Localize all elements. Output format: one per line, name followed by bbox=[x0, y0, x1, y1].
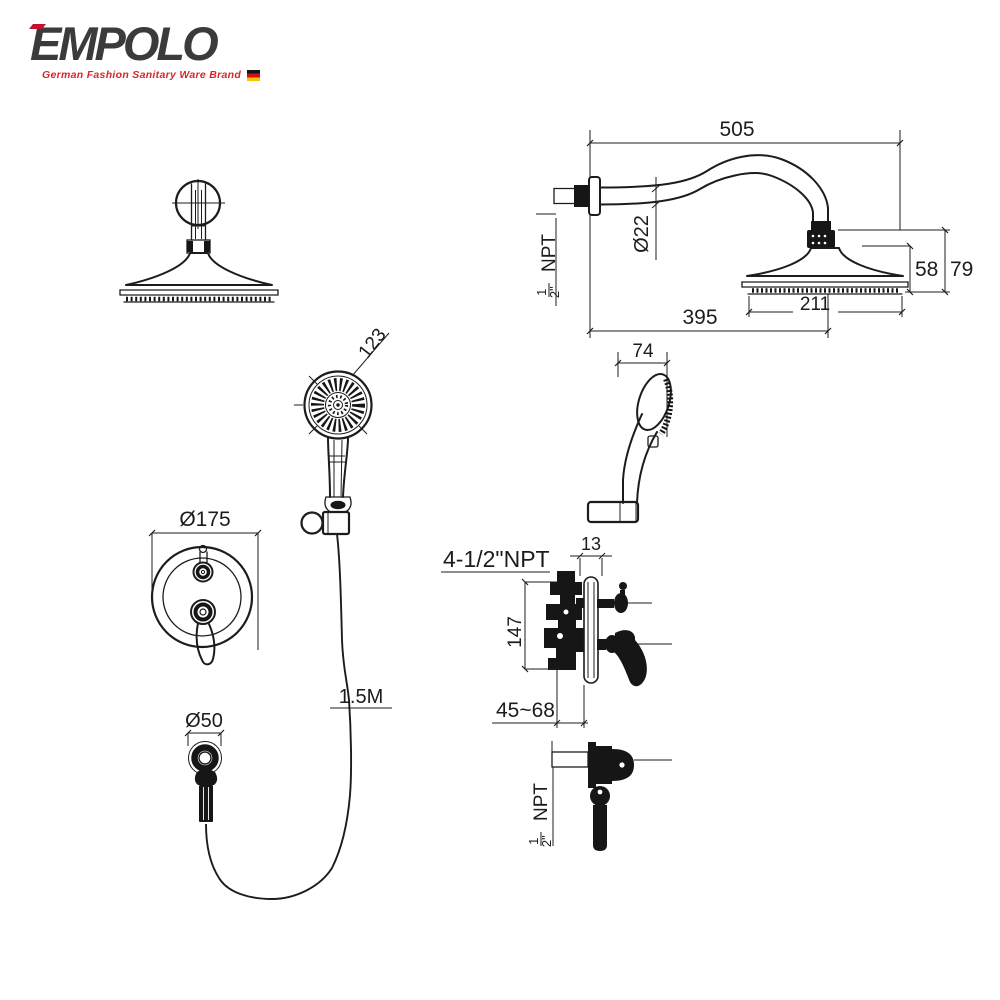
hand-shower-side-view: 74 bbox=[586, 341, 674, 524]
escutcheon-outer bbox=[150, 545, 254, 649]
wall-flange-circle bbox=[174, 179, 222, 227]
bracket-ring bbox=[300, 511, 324, 535]
brand-tagline-text: German Fashion Sanitary Ware Brand bbox=[42, 69, 242, 81]
spray-face-side bbox=[658, 377, 674, 436]
dim-45-68-label: 45~68 bbox=[496, 699, 555, 722]
dim-plate-thickness: 13 bbox=[570, 534, 612, 576]
dim-head-heights: 58 79 bbox=[838, 226, 973, 296]
gooseneck-arm-inner bbox=[599, 172, 814, 222]
thread-4-12npt-label: 4-1/2"NPT bbox=[443, 546, 550, 572]
dim-outlet-diameter: Ø50 bbox=[184, 710, 225, 746]
shower-head-bell-side bbox=[746, 247, 904, 277]
dim-arm-diameter: Ø22 bbox=[631, 177, 661, 260]
arm-wall-flange bbox=[588, 176, 601, 216]
valve-body bbox=[544, 571, 585, 670]
hose-nut bbox=[194, 769, 218, 785]
arm-wall-nut bbox=[574, 185, 589, 207]
shower-arm-side-view: 505 1 2" NPT bbox=[533, 118, 973, 338]
thread-label: 1 2" NPT bbox=[533, 234, 563, 299]
dim-o22-label: Ø22 bbox=[631, 215, 653, 253]
dim-79-label: 79 bbox=[950, 258, 973, 281]
dim-211-label: 211 bbox=[800, 294, 830, 315]
swivel-ball bbox=[590, 786, 610, 806]
dim-395-label: 395 bbox=[682, 306, 717, 329]
brand-name: EMPOLO bbox=[29, 17, 260, 70]
bracket-block bbox=[321, 510, 351, 536]
shower-head-bell bbox=[125, 252, 273, 286]
gooseneck-arm-outer bbox=[599, 154, 829, 222]
lever-side bbox=[597, 630, 647, 687]
lever-pivot bbox=[190, 599, 216, 625]
handle-left-edge bbox=[327, 437, 331, 498]
trim-plate-side bbox=[583, 576, 599, 684]
dim-74-label: 74 bbox=[632, 341, 654, 362]
dim-147-label: 147 bbox=[505, 616, 526, 648]
dim-13-label: 13 bbox=[581, 534, 601, 554]
hose-sleeve bbox=[199, 785, 213, 822]
handle-right-edge bbox=[342, 437, 349, 498]
german-flag-icon bbox=[247, 69, 260, 81]
lever-handle bbox=[195, 622, 216, 666]
dim-head-diameter: 211 bbox=[745, 294, 906, 317]
dim-58-label: 58 bbox=[915, 258, 938, 281]
dim-hose-length: 1.5M bbox=[330, 686, 392, 709]
elbow-thread-label: 1 2" NPT bbox=[525, 783, 555, 848]
dim-1p5m-label: 1.5M bbox=[339, 686, 383, 708]
wall-supply-elbow-side-view: 1 2" NPT bbox=[525, 741, 672, 851]
head-connector-nut bbox=[807, 230, 835, 248]
shower-hose bbox=[205, 533, 353, 900]
dim-overall-length: 505 bbox=[586, 118, 904, 230]
dim-o50-label: Ø50 bbox=[185, 710, 223, 732]
dim-wall-to-head: 395 bbox=[586, 215, 832, 338]
leader-123 bbox=[351, 332, 390, 377]
diverter-knob-side bbox=[597, 582, 628, 613]
handle-side-right bbox=[636, 431, 658, 504]
hand-shower-front-view: 123 bbox=[205, 325, 392, 900]
dim-plate-diameter: Ø175 bbox=[148, 508, 262, 650]
mixer-front-view: Ø175 bbox=[148, 508, 262, 666]
escutcheon-inner bbox=[162, 557, 242, 637]
dim-505-label: 505 bbox=[719, 118, 754, 141]
mixer-valve-side-view: 4-1/2"NPT bbox=[441, 534, 672, 728]
spray-ring bbox=[311, 378, 365, 432]
brand-logo: EMPOLO German Fashion Sanitary Ware Bran… bbox=[29, 17, 260, 81]
diverter-knob bbox=[192, 561, 214, 583]
hand-shower-face bbox=[303, 370, 373, 440]
drop-tube bbox=[593, 805, 607, 851]
wall-outlet-front-view: Ø50 bbox=[184, 710, 225, 822]
dim-o175-label: Ø175 bbox=[179, 508, 230, 531]
handle-side-left bbox=[622, 413, 643, 504]
brand-name-text: EMPOLO bbox=[30, 17, 219, 70]
dim-install-depth: 45~68 bbox=[492, 668, 588, 728]
overhead-shower-front-view bbox=[119, 179, 279, 303]
dim-body-height: 147 bbox=[505, 578, 561, 673]
dim-123-label: 123 bbox=[355, 325, 391, 363]
elbow-body bbox=[588, 742, 672, 851]
brand-tagline: German Fashion Sanitary Ware Brand bbox=[30, 69, 260, 81]
bracket-side bbox=[586, 500, 640, 524]
dim-wall-thread: 1 2" NPT bbox=[533, 213, 563, 306]
supply-pipe-stub bbox=[551, 751, 589, 768]
